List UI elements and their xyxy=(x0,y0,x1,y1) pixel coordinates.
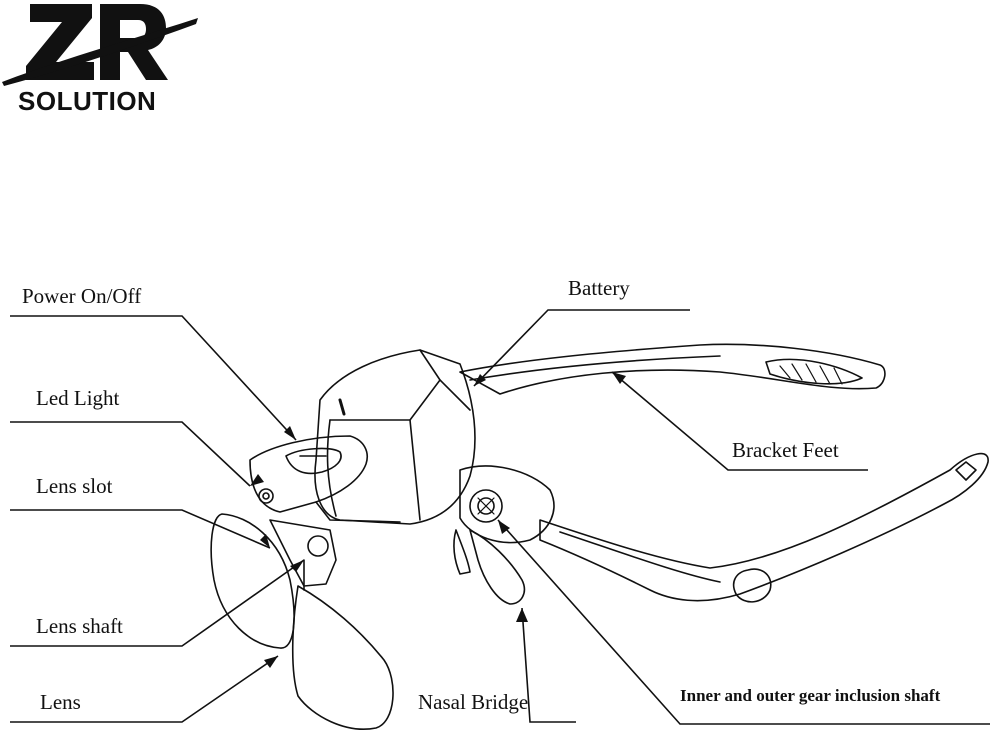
label-lens-shaft: Lens shaft xyxy=(36,614,123,638)
label-lens-slot: Lens slot xyxy=(36,474,113,498)
lens-slot xyxy=(269,519,337,587)
led-module xyxy=(249,435,368,513)
label-nasal-bridge: Nasal Bridge xyxy=(418,690,529,714)
brand-logo: SOLUTION xyxy=(0,0,200,120)
logo-wordmark: SOLUTION xyxy=(18,86,157,116)
zr-monogram-icon xyxy=(2,4,198,86)
arm-grip xyxy=(765,358,863,385)
battery-housing xyxy=(314,349,476,525)
upper-arm xyxy=(459,343,886,395)
lens-rear xyxy=(210,513,295,649)
label-led-light: Led Light xyxy=(36,386,120,410)
nasal-bridge-pad xyxy=(469,529,526,605)
lens-front xyxy=(291,585,394,730)
label-gear-shaft: Inner and outer gear inclusion shaft xyxy=(680,686,941,705)
label-lens: Lens xyxy=(40,690,81,714)
label-battery: Battery xyxy=(568,276,630,300)
lower-arm xyxy=(539,452,989,602)
label-bracket-feet: Bracket Feet xyxy=(732,438,839,462)
label-power: Power On/Off xyxy=(22,284,142,308)
